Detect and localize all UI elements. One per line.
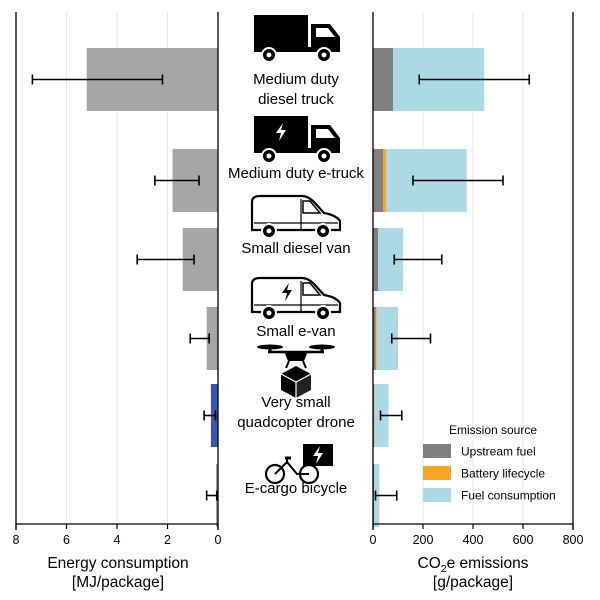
co2e-bar-segment: [373, 149, 383, 212]
co2e-bar-segment: [373, 307, 376, 370]
quadcopter-drone-icon: [257, 344, 335, 398]
legend-label: Upstream fuel: [461, 445, 536, 459]
energy-tick-label: 4: [114, 533, 121, 547]
vehicle-label: Medium duty: [253, 71, 339, 88]
diesel-truck-icon: [254, 15, 340, 63]
legend-title: Emission source: [449, 423, 537, 437]
energy-bar: [206, 307, 218, 370]
vehicle-label: Medium duty e-truck: [228, 165, 364, 182]
legend-swatch: [423, 488, 451, 502]
legend-label: Fuel consumption: [461, 489, 556, 503]
vehicle-label: quadcopter drone: [237, 414, 355, 431]
energy-consumption-panel: 8 6 4 2 0 Energy consumption [MJ/package]: [13, 12, 222, 591]
energy-xlabel-line2: [MJ/package]: [72, 574, 164, 591]
energy-tick-label: 2: [164, 533, 171, 547]
vehicle-label: Very small: [261, 394, 330, 411]
co2e-bar-segment: [373, 48, 393, 111]
co2e-xlabel-line1: CO2e emissions: [418, 555, 529, 575]
co2e-xlabel-line2: [g/package]: [433, 574, 513, 591]
co2e-tick-label: 600: [513, 533, 534, 547]
legend-label: Battery lifecycle: [461, 467, 545, 481]
co2e-bar-segment: [374, 384, 375, 447]
diesel-van-icon: [250, 194, 342, 239]
energy-xlabel-line1: Energy consumption: [47, 555, 188, 572]
co2e-tick-label: 0: [370, 533, 377, 547]
cargo-bicycle-icon: [264, 444, 333, 485]
energy-tick-label: 6: [63, 533, 70, 547]
co2e-bar-segment: [373, 228, 378, 291]
co2e-bar-segment: [383, 149, 386, 212]
vehicle-label: diesel truck: [258, 91, 334, 108]
co2e-tick-label: 400: [463, 533, 484, 547]
energy-tick-label: 8: [13, 533, 20, 547]
vehicle-label: Small diesel van: [241, 240, 350, 257]
co2e-tick-label: 800: [563, 533, 584, 547]
legend-swatch: [423, 444, 451, 458]
energy-tick-label: 0: [215, 533, 222, 547]
electric-van-icon: [250, 276, 342, 321]
co2e-tick-label: 200: [413, 533, 434, 547]
co2e-bar-segment: [375, 307, 377, 370]
co2e-bar-segment: [376, 307, 398, 370]
vehicle-label: E-cargo bicycle: [245, 480, 348, 497]
electric-truck-icon: [254, 116, 340, 164]
co2e-emissions-panel: 0 200 400 600 800 CO2e emissions [g/package]…: [370, 12, 584, 591]
vehicle-label: Small e-van: [256, 323, 335, 340]
legend-swatch: [423, 466, 451, 480]
